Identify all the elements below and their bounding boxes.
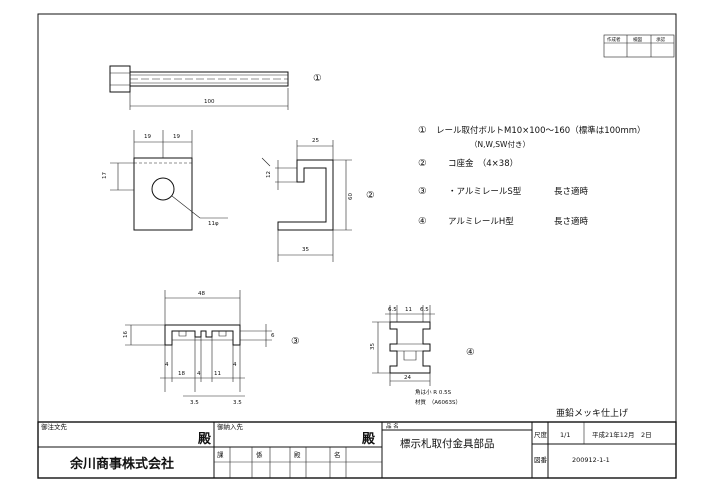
title-block: 御注文先 御納入先 殿 殿 余川商事株式会社 課 係 殿 名 品 名 標示札取付… (37, 421, 677, 479)
spec-4-num: ④ (418, 216, 427, 227)
cell-d: 名 (334, 450, 341, 459)
finish-note: 亜鉛メッキ仕上げ (556, 407, 628, 419)
revision-h1: 作成者 (607, 36, 621, 43)
dim-channel-w: 25 (312, 138, 319, 144)
hrail-note2: 材質 （A6063S） (415, 398, 461, 406)
spec-2-text: コ座金 （4×38） (448, 158, 518, 169)
revision-h2: 検図 (633, 36, 642, 43)
spec-3-text: ・アルミレールS型 (448, 187, 522, 197)
label-drawing-no: 図番 (534, 456, 548, 464)
company-name: 余川商事株式会社 (69, 456, 174, 472)
callout-4: ④ (466, 347, 475, 358)
dim-channel-lip: 12 (266, 171, 272, 178)
dim-srail-b2: 18 (178, 371, 185, 377)
dim-srail-b4: 11 (214, 371, 221, 377)
spec-4-text: アルミレールH型 (448, 217, 514, 227)
callout-1: ① (313, 73, 322, 84)
dim-srail-h: 16 (123, 331, 129, 338)
dim-srail-b1: 4 (165, 362, 169, 368)
revision-box: 作成者 検図 承認 (603, 34, 675, 58)
dim-washer-w1: 19 (144, 134, 151, 140)
spec-3-extra: 長さ適時 (554, 186, 589, 197)
label-scale: 尺度 (534, 430, 548, 439)
drawing-date: 平成21年12月 2日 (592, 430, 652, 439)
h-rail-drawing: 6.5 11 6.5 35 24 角は小 R 0.5S 材質 （A6063S） (370, 305, 461, 406)
dim-washer-hole: 11φ (208, 221, 219, 227)
dim-srail-b5: 4 (233, 362, 237, 368)
hrail-note1: 角は小 R 0.5S (415, 388, 452, 396)
label-delivery: 御納入先 (217, 422, 244, 431)
drawing-number: 200912-1-1 (572, 456, 610, 464)
washer-drawing: 19 19 17 11φ (102, 130, 228, 231)
honorific-delivery: 殿 (361, 431, 376, 447)
dim-srail-t1: 3.5 (190, 400, 199, 406)
dim-hrail-t1: 6.5 (388, 307, 397, 313)
dim-channel-h: 60 (348, 193, 354, 200)
spec-list: ① レール取付ボルトM10×100～160（標準は100mm） （N,W,SW付… (418, 125, 646, 227)
dim-hrail-h: 35 (370, 343, 376, 350)
dim-srail-b3: 4 (197, 371, 201, 377)
spec-1-sub: （N,W,SW付き） (470, 139, 530, 149)
spec-2-num: ② (418, 158, 427, 169)
label-product: 品 名 (386, 422, 399, 430)
cell-a: 課 (217, 450, 224, 459)
spec-4-extra: 長さ適時 (554, 216, 589, 227)
dim-srail-w: 48 (198, 291, 205, 297)
spec-3-num: ③ (418, 186, 427, 197)
dim-hrail-w: 24 (404, 375, 411, 381)
spec-1-text: レール取付ボルトM10×100～160（標準は100mm） (436, 125, 646, 136)
dim-hrail-t3: 6.5 (420, 307, 429, 313)
dim-channel-base: 35 (302, 247, 309, 253)
cell-c: 殿 (294, 451, 301, 459)
dim-washer-h: 17 (102, 172, 108, 179)
label-orderer: 御注文先 (41, 422, 68, 431)
bolt-drawing: 100 (109, 65, 289, 110)
honorific-orderer: 殿 (197, 431, 212, 447)
cell-b: 係 (256, 450, 263, 459)
spec-1-num: ① (418, 125, 427, 136)
dim-bolt-length: 100 (204, 99, 215, 105)
dim-srail-t2: 3.5 (233, 400, 242, 406)
channel-drawing: 25 12 60 35 (261, 138, 354, 262)
dim-srail-slot: 6 (271, 333, 275, 339)
scale-value: 1/1 (560, 431, 570, 439)
s-rail-drawing: 48 16 6 4 18 4 11 4 3.5 3.5 (123, 290, 275, 406)
product-name: 標示札取付金具部品 (400, 437, 495, 450)
dim-washer-w2: 19 (173, 134, 180, 140)
callout-3: ③ (291, 336, 300, 347)
revision-h3: 承認 (656, 36, 665, 43)
dim-hrail-t2: 11 (405, 307, 412, 313)
callout-2: ② (366, 190, 375, 201)
